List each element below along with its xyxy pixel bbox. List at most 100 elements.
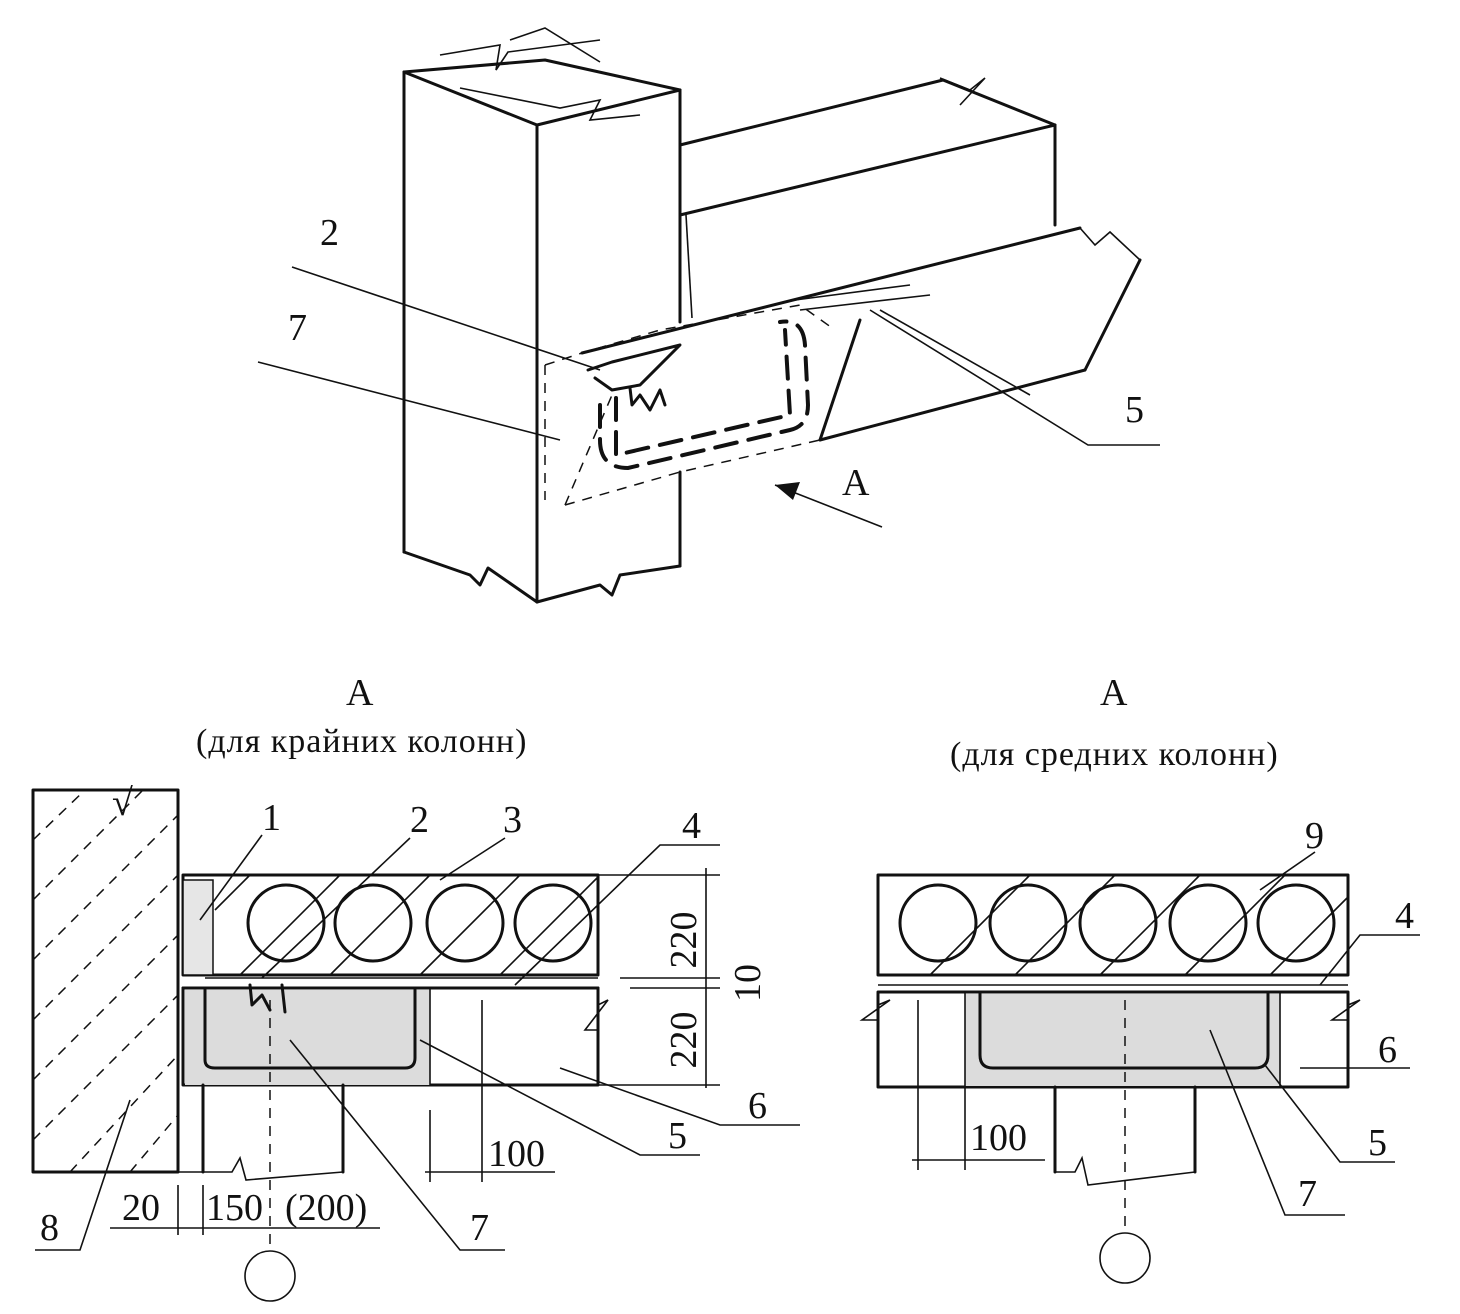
break-mark-top-2 bbox=[459, 87, 641, 121]
reinforcement-loop-left bbox=[203, 988, 417, 1070]
callout-9: 9 bbox=[1305, 815, 1324, 857]
section-middle-column: А (для средних колонн) bbox=[859, 672, 1420, 1284]
leader-5-top bbox=[869, 309, 1160, 446]
embedded-plate bbox=[586, 343, 682, 392]
column-bottom-break-right bbox=[535, 564, 682, 604]
column-bottom-break-left bbox=[402, 550, 539, 604]
callout-7-right: 7 bbox=[1298, 1173, 1317, 1215]
reinforcement-loop-right bbox=[978, 990, 1270, 1070]
slab-void-r2 bbox=[988, 883, 1068, 963]
column-break-right bbox=[1055, 1155, 1196, 1186]
crossbar-break-right-r bbox=[1329, 992, 1361, 1087]
leader-3 bbox=[439, 837, 506, 881]
callout-2: 2 bbox=[410, 799, 429, 841]
crossbar-break-left bbox=[583, 990, 609, 1085]
slab-bottom-edge bbox=[678, 123, 1057, 217]
column-break-left bbox=[203, 1155, 344, 1181]
mortar-fill bbox=[182, 879, 214, 976]
slab-hatch bbox=[685, 214, 693, 319]
slab-void-r3 bbox=[1078, 883, 1158, 963]
callout-7-top: 7 bbox=[288, 307, 307, 349]
slab-hatch-left bbox=[214, 874, 599, 976]
reinforcement-cage bbox=[598, 319, 811, 471]
section-outer-column: А (для крайних колонн) √ bbox=[31, 672, 800, 1302]
wall-hatch bbox=[32, 789, 179, 1173]
view-arrow-label: А bbox=[842, 462, 870, 504]
crossbar-top-line-2 bbox=[799, 294, 931, 311]
callout-5: 5 bbox=[668, 1115, 687, 1157]
axis-bubble-left bbox=[244, 1250, 296, 1302]
crossbar-break-right-l bbox=[859, 992, 891, 1087]
anchor-bars-left bbox=[248, 983, 287, 1014]
dim-gap: 10 bbox=[727, 964, 769, 1002]
leader-5-top-b bbox=[879, 309, 1031, 396]
leader-4 bbox=[514, 844, 720, 986]
slab-top-edge bbox=[678, 78, 945, 147]
crossbar-top-edge bbox=[580, 226, 1082, 355]
axis-bubble-right bbox=[1099, 1232, 1151, 1284]
right-view-title: А bbox=[1100, 672, 1128, 714]
column-top-back bbox=[402, 58, 682, 92]
wall-mark: √ bbox=[112, 782, 133, 824]
isometric-view: А 2 7 5 bbox=[257, 27, 1160, 604]
leader-5-right bbox=[1264, 1064, 1395, 1163]
left-view-subtitle: (для крайних колонн) bbox=[196, 723, 527, 760]
slab-void-4 bbox=[513, 883, 593, 963]
slab-void-r1 bbox=[898, 883, 978, 963]
crossbar-break bbox=[1079, 227, 1141, 261]
callout-5-top: 5 bbox=[1125, 389, 1144, 431]
leader-7-top bbox=[257, 361, 561, 441]
dim-150: 150 bbox=[206, 1187, 263, 1229]
concrete-infill-right bbox=[965, 994, 1280, 1086]
dim-100-left: 100 bbox=[488, 1133, 545, 1175]
view-arrow-head bbox=[775, 482, 800, 500]
dim-20: 20 bbox=[122, 1187, 160, 1229]
anchor-bars bbox=[628, 386, 667, 412]
leader-1 bbox=[199, 834, 263, 921]
leader-4-right bbox=[1319, 934, 1420, 986]
crossbar-cut bbox=[818, 318, 862, 442]
callout-6: 6 bbox=[748, 1085, 767, 1127]
callout-5-right: 5 bbox=[1368, 1122, 1387, 1164]
dim-bar-height: 220 bbox=[663, 1012, 705, 1069]
callout-7: 7 bbox=[470, 1207, 489, 1249]
slab-void-3 bbox=[425, 883, 505, 963]
crossbar-end bbox=[1083, 258, 1142, 372]
leader-2 bbox=[261, 837, 411, 979]
leader-2-top bbox=[291, 266, 601, 371]
dim-slab-height: 220 bbox=[663, 912, 705, 969]
dim-200: (200) bbox=[285, 1187, 367, 1229]
leader-8 bbox=[35, 1099, 131, 1251]
callout-4: 4 bbox=[682, 805, 701, 847]
hollow-slab-right bbox=[876, 873, 1350, 977]
leader-7 bbox=[289, 1039, 505, 1251]
callout-4-right: 4 bbox=[1395, 895, 1414, 937]
crossbar-top-line-1 bbox=[794, 284, 911, 301]
column-top-left bbox=[402, 70, 539, 127]
callout-2-top: 2 bbox=[320, 212, 339, 254]
column-top-right bbox=[535, 88, 682, 127]
leader-9 bbox=[1259, 851, 1316, 891]
callout-1: 1 bbox=[262, 797, 281, 839]
slab-void-1 bbox=[246, 883, 326, 963]
console-top-dash bbox=[544, 304, 836, 366]
callout-6-right: 6 bbox=[1378, 1029, 1397, 1071]
crossbar-bottom-edge bbox=[818, 368, 1087, 442]
break-mark-top-1 bbox=[439, 39, 601, 71]
wall bbox=[31, 788, 180, 1174]
break-mark-top-3 bbox=[509, 27, 601, 63]
slab-void-r5 bbox=[1256, 883, 1336, 963]
right-view-subtitle: (для средних колонн) bbox=[950, 736, 1279, 773]
callout-8: 8 bbox=[40, 1207, 59, 1249]
concrete-infill bbox=[185, 990, 430, 1085]
callout-3: 3 bbox=[503, 799, 522, 841]
console-diag-dash bbox=[564, 394, 613, 506]
slab-void-2 bbox=[333, 883, 413, 963]
console-bottom-dash bbox=[564, 439, 821, 506]
slab-break bbox=[939, 77, 986, 106]
dim-100-right: 100 bbox=[970, 1117, 1027, 1159]
slab-void-r4 bbox=[1168, 883, 1248, 963]
leader-7-right bbox=[1209, 1029, 1345, 1216]
